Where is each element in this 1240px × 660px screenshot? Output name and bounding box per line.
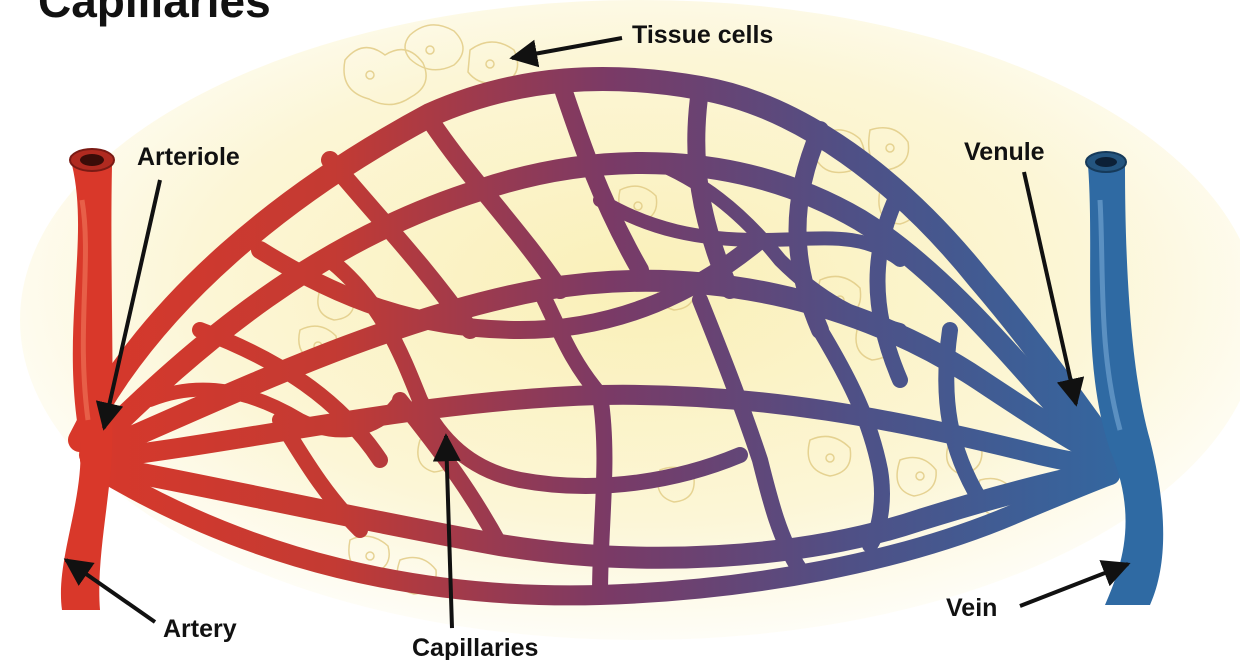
pointer-arrows	[63, 36, 1131, 629]
capillary-vessel	[79, 151, 1111, 466]
capillary-vessel	[251, 231, 769, 339]
capillary-vessel	[869, 182, 908, 388]
label-capillaries: Capillaries	[412, 634, 539, 660]
capillary-vessel	[421, 111, 569, 299]
capillary-vessel	[90, 460, 1120, 606]
capillary-vessel	[788, 121, 829, 339]
venule-arrow	[1022, 171, 1085, 407]
capillary-vessel	[812, 322, 890, 553]
label-artery: Artery	[163, 615, 237, 643]
capillary-network	[68, 66, 1122, 606]
label-venule: Venule	[964, 138, 1045, 166]
capillary-vessel	[938, 322, 988, 508]
capillary-vessel	[692, 292, 808, 578]
capillary-vessel	[592, 387, 613, 603]
capillary-vessel	[68, 66, 1122, 462]
vein-vessel	[1085, 151, 1164, 605]
capillary-vessel	[392, 392, 508, 553]
capillary-vessel	[643, 153, 907, 337]
vein-arrow	[1019, 560, 1131, 608]
capillaries-arrow	[432, 433, 461, 629]
tissue-cells-arrow	[509, 36, 623, 68]
capillary-vessel	[272, 412, 368, 538]
label-arteriole: Arteriole	[137, 143, 240, 171]
page-title: Capillaries	[38, 0, 271, 27]
capillary-vessel	[143, 382, 407, 438]
artery-vessel	[60, 148, 115, 610]
label-vein: Vein	[946, 594, 998, 622]
capillary-vessel	[322, 252, 748, 494]
capillary-vessel	[532, 282, 608, 403]
capillary-vessel	[79, 269, 1121, 471]
capillary-vessel	[84, 454, 1121, 569]
arteriole-arrow	[95, 179, 162, 431]
artery-arrow	[63, 558, 157, 624]
label-tissue-cells: Tissue cells	[632, 21, 774, 49]
capillary-vessel	[192, 322, 388, 468]
capillary-vessel	[321, 151, 479, 339]
capillary-vessel	[551, 71, 649, 279]
